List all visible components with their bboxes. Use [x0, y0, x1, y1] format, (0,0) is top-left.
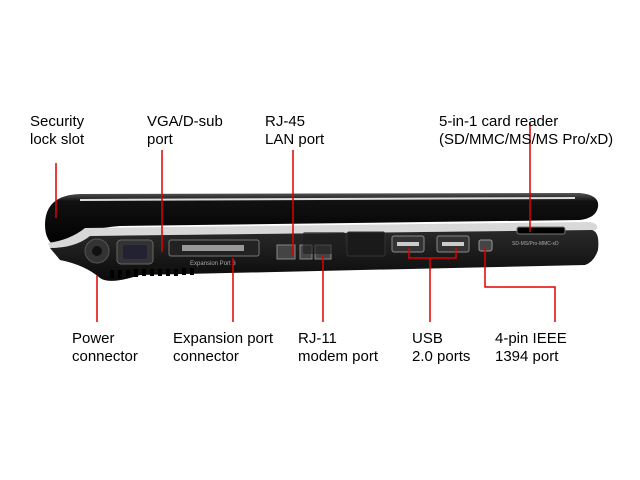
- card-reader-slot: [516, 226, 566, 235]
- label-usb-ports: USB 2.0 ports: [412, 330, 470, 366]
- vents: [110, 268, 194, 278]
- label-vga-port: VGA/D-sub port: [147, 113, 223, 149]
- label-line: connector: [72, 348, 138, 365]
- label-expansion-port: Expansion port connector: [173, 330, 273, 366]
- label-line: RJ-45: [265, 113, 306, 130]
- label-line: RJ-11: [298, 330, 337, 347]
- label-line: 5-in-1 card reader: [439, 113, 559, 130]
- label-line: Power: [72, 330, 115, 347]
- label-line: USB: [412, 330, 443, 347]
- label-ieee1394-port: 4-pin IEEE 1394 port: [495, 330, 567, 366]
- label-line: 4-pin IEEE: [495, 330, 567, 347]
- label-line: Expansion port: [173, 330, 274, 347]
- label-line: Security: [30, 113, 85, 130]
- label-line: 2.0 ports: [412, 348, 471, 365]
- label-line: 1394 port: [495, 348, 559, 365]
- label-card-reader: 5-in-1 card reader (SD/MMC/MS/MS Pro/xD): [439, 113, 613, 149]
- callout-usb: [408, 248, 457, 322]
- silver-trim: [48, 222, 598, 248]
- expansion-port-print: Expansion Port 3: [190, 261, 236, 267]
- rj45-port: [276, 244, 296, 260]
- label-line: connector: [173, 348, 239, 365]
- laptop-lid: [45, 193, 599, 248]
- label-power-connector: Power connector: [72, 330, 138, 366]
- callout-ieee1394: [484, 247, 556, 322]
- label-line: LAN port: [265, 131, 325, 148]
- label-rj45-lan-port: RJ-45 LAN port: [265, 113, 324, 149]
- label-line: lock slot: [30, 131, 85, 148]
- label-line: modem port: [298, 348, 379, 365]
- label-security-lock-slot: Security lock slot: [30, 113, 84, 149]
- callout-lines: [55, 123, 556, 322]
- card-slot-print: SD-MS/Pro-MMC-xD: [512, 241, 559, 247]
- label-line: VGA/D-sub: [147, 113, 223, 130]
- label-rj11-modem-port: RJ-11 modem port: [298, 330, 378, 366]
- label-line: (SD/MMC/MS/MS Pro/xD): [439, 131, 614, 148]
- label-line: port: [147, 131, 173, 148]
